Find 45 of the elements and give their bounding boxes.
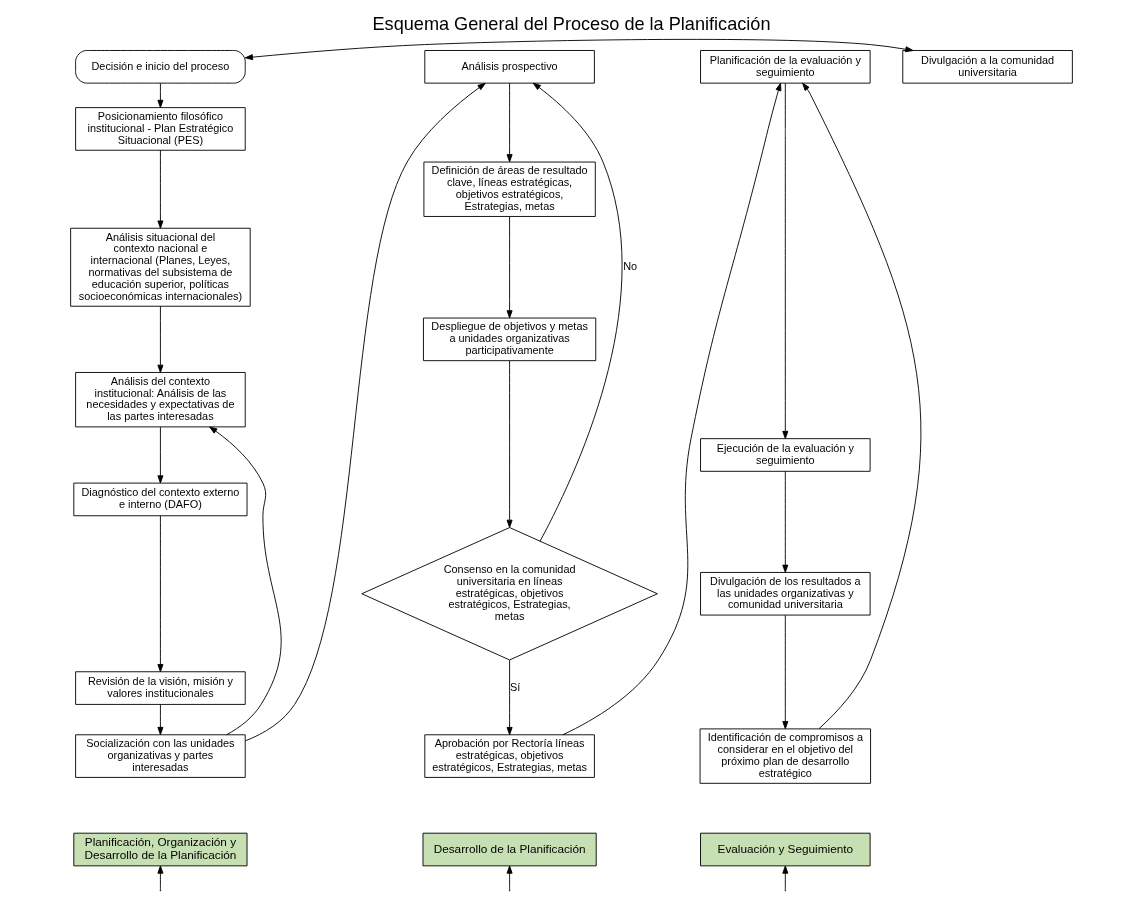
arrow — [156, 515, 163, 673]
arrow — [781, 865, 788, 891]
arrow — [156, 426, 163, 484]
arrow — [156, 82, 163, 108]
arrow — [506, 659, 513, 736]
arrow — [506, 216, 513, 319]
node-box: Socialización con las unidades organizativas y partes interesadas — [74, 734, 246, 778]
node-box: Diagnóstico del contexto externo e interno (DAFO) — [72, 482, 247, 517]
arrow — [801, 82, 921, 730]
node-box: Divulgación a la comunidad universitaria — [901, 50, 1073, 84]
node-box: Divulgación de los resultados a las unidades organizativas y comunidad universitaria — [699, 572, 871, 616]
arrow — [781, 82, 788, 440]
arrow — [506, 82, 513, 163]
node-box: Análisis situacional del contexto nacional e internacional (Planes, Leyes, normativas del subsistema de educación superior, políticas socioeconómicas internacionales) — [69, 227, 251, 307]
edge-label: Sí — [509, 680, 520, 693]
node-box: Identificación de compromisos a considerar en el objetivo del próximo plan de desarrollo estratégico — [699, 728, 871, 784]
arrow — [561, 82, 781, 736]
node-box: Planificación de la evaluación y seguimiento — [699, 50, 871, 84]
arrow — [156, 305, 163, 373]
arrow — [244, 38, 913, 61]
node-diamond: Consenso en la comunidad universitaria en líneas estratégicas, objetivos estratégicos, Estrategias, metas — [360, 527, 658, 661]
edge-label: No — [622, 260, 637, 273]
node-box: Desarrollo de la Planificación — [422, 832, 597, 867]
node-box: Despliegue de objetivos y metas a unidades organizativas participativamente — [422, 317, 596, 362]
arrow — [244, 82, 486, 742]
arrow — [781, 470, 788, 573]
arrow — [156, 704, 163, 736]
node-box: Análisis del contexto institucional: Análisis de las necesidades y expectativas de las partes interesadas — [74, 372, 246, 428]
node-box: Ejecución de la evaluación y seguimiento — [699, 438, 871, 472]
node-box: Decisión e inicio del proceso — [74, 50, 246, 84]
arrow — [156, 865, 163, 891]
arrow — [781, 614, 788, 730]
arrow — [156, 149, 163, 229]
arrow — [506, 865, 513, 891]
node-box: Aprobación por Rectoría líneas estratégicas, objetivos estratégicos, Estrategias, metas — [423, 734, 595, 778]
arrow — [208, 426, 282, 736]
node-box: Evaluación y Seguimiento — [699, 832, 871, 867]
node-box: Posicionamiento filosófico institucional - Plan Estratégico Situacional (PES) — [74, 107, 246, 151]
node-box: Análisis prospectivo — [423, 50, 595, 84]
arrow — [532, 82, 623, 542]
node-box: Definición de áreas de resultado clave, líneas estratégicas, objetivos estratégicos, Estrategias, metas — [422, 161, 596, 217]
arrow — [506, 360, 513, 528]
node-box: Planificación, Organización y Desarrollo de la Planificación — [72, 832, 247, 867]
diagram-title: Esquema General del Proceso de la Planificación — [372, 14, 770, 35]
node-box: Revisión de la visión, misión y valores institucionales — [74, 671, 246, 705]
